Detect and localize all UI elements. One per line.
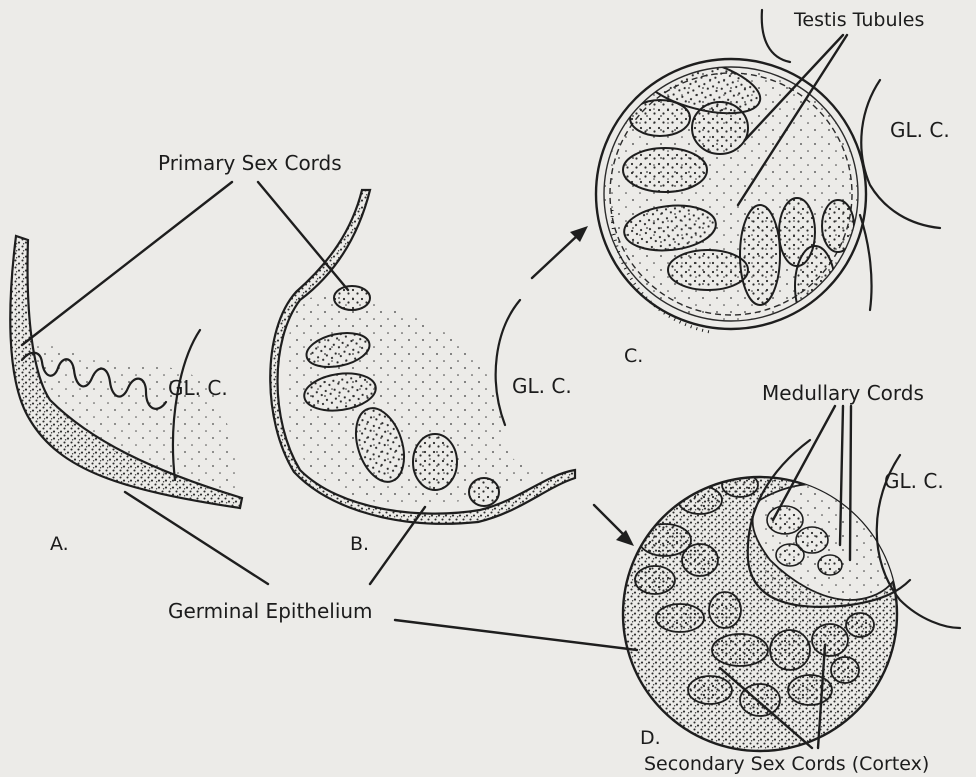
secondary-sex-cord [709,592,741,628]
secondary-sex-cord [639,524,691,556]
secondary-sex-cord [812,624,848,656]
label-germinal-epithelium: Germinal Epithelium [168,599,373,623]
testis-tubule [623,148,707,192]
testis-tubule [668,250,748,290]
panel-a-glc-label: GL. C. [168,376,228,400]
panel-a-letter: A. [50,533,69,555]
panel-b-gut-line [496,300,520,425]
panel-b-letter: B. [350,533,369,555]
medullary-cord [776,544,804,566]
panel-b-cord [469,478,499,506]
panel-c: GL. C. C. [596,10,950,367]
panel-c-attachment [762,10,790,62]
leader-primary-to-b [258,182,348,290]
panel-c-mesentery-right [861,80,940,228]
secondary-sex-cord [682,544,718,576]
label-testis-tubules: Testis Tubules [793,9,924,31]
label-secondary-sex-cords: Secondary Sex Cords (Cortex) [644,753,929,775]
label-medullary-cords: Medullary Cords [762,381,924,405]
panel-b: GL. C. B. [270,190,575,555]
secondary-sex-cord [740,684,780,716]
panel-c-letter: C. [624,345,643,367]
panel-b-cord [413,434,457,490]
secondary-sex-cord [712,634,768,666]
panel-c-glc-label: GL. C. [890,118,950,142]
secondary-sex-cord [831,657,859,683]
arrow-b-to-c [532,235,578,278]
panel-a: GL. C. A. [10,236,242,555]
panel-b-glc-label: GL. C. [512,374,572,398]
leader-germinal-to-a [125,492,268,584]
arrow-b-to-d [594,505,625,536]
arrow-b-to-d-head [616,530,634,546]
secondary-sex-cord [656,604,704,632]
secondary-sex-cord [770,630,810,670]
leader-germinal-to-d [395,620,637,650]
label-primary-sex-cords: Primary Sex Cords [158,151,342,175]
medullary-cord [818,555,842,575]
testis-tubule [692,102,748,154]
secondary-sex-cord [635,566,675,594]
secondary-sex-cord [688,676,732,704]
secondary-sex-cord [788,675,832,705]
leader-primary-to-a [22,182,232,345]
leader-medullary-3 [850,406,851,560]
panel-d-letter: D. [640,727,661,749]
panel-d-glc-label: GL. C. [884,469,944,493]
secondary-sex-cord [846,613,874,637]
panel-b-cord [334,286,370,310]
testis-tubule [740,205,780,305]
